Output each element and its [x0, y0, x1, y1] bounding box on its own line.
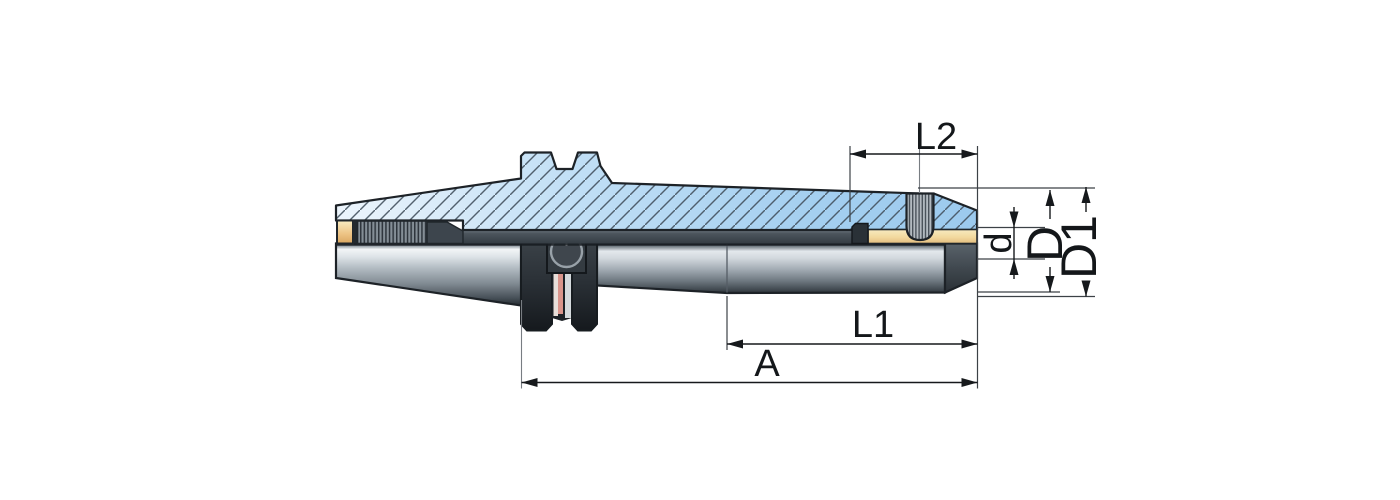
arrow-l2-left [850, 149, 866, 159]
arrow-dd-top [1045, 190, 1055, 206]
groove-highlight-white [553, 252, 558, 316]
dim-label-dd: D [1017, 226, 1073, 262]
dim-label-d: d [978, 232, 1020, 253]
dimensions: L2 L1 A d D D1 [520, 116, 1107, 389]
thread-relief-wedge [426, 221, 464, 245]
arrow-a-right [961, 378, 978, 387]
arrow-d-top [1009, 211, 1019, 228]
groove-highlight-salmon [558, 254, 563, 314]
arrow-d-bottom [1009, 259, 1019, 275]
bore-stop [851, 222, 869, 245]
arrow-l2-right [961, 149, 978, 159]
dim-label-d1: D1 [1051, 215, 1107, 279]
cylindrical-body [595, 242, 947, 295]
arrow-l1-left [727, 339, 743, 349]
arrow-d1-bottom [1081, 280, 1091, 297]
center-bore [460, 229, 977, 244]
arrow-dd-bottom [1045, 276, 1055, 292]
dim-label-l1: L1 [852, 304, 894, 346]
dim-label-l2: L2 [915, 116, 957, 158]
pull-stud-thread [356, 220, 428, 245]
tool-holder-upper-section [334, 151, 979, 245]
tool-holder-lower-view [334, 230, 979, 332]
arrow-l1-right [961, 339, 978, 349]
dim-label-a: A [754, 343, 780, 385]
set-screw-hole [905, 192, 935, 242]
arrow-d1-top [1081, 187, 1091, 203]
arrow-a-left [521, 378, 538, 387]
groove-highlight-grey [565, 250, 572, 318]
bore-left-gap [353, 220, 358, 244]
bore-left-end [336, 219, 354, 245]
